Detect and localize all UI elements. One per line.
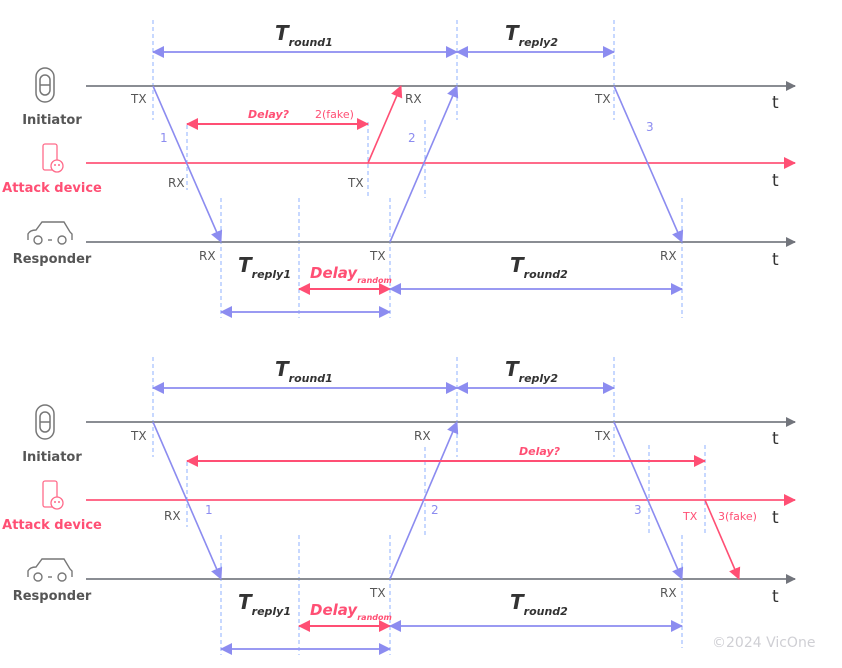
car-icon bbox=[27, 221, 73, 245]
t-round2-label: Tround2 bbox=[510, 590, 568, 618]
tx-label: TX bbox=[369, 249, 386, 263]
message-1 bbox=[152, 421, 223, 580]
guides bbox=[152, 20, 683, 318]
tx-label: TX bbox=[130, 92, 147, 106]
delay-random-label: Delayrandom bbox=[310, 264, 392, 285]
t-round1-label: Tround1 bbox=[275, 357, 333, 385]
fake-message-2 bbox=[367, 85, 403, 164]
key-fob-icon bbox=[35, 404, 55, 440]
fake-message-3 bbox=[704, 499, 741, 580]
time-label: t bbox=[772, 587, 779, 607]
message-1 bbox=[152, 85, 223, 243]
rx-label: RX bbox=[405, 92, 422, 106]
attacker-tx-label: TX bbox=[682, 510, 698, 523]
t-reply1-label: Treply1 bbox=[238, 590, 291, 618]
time-label: t bbox=[772, 508, 779, 528]
delay-question-label: Delay? bbox=[519, 445, 561, 458]
attack-phone-icon bbox=[42, 143, 64, 173]
message-1-label: 1 bbox=[205, 503, 213, 517]
rx-label: RX bbox=[199, 249, 216, 263]
t-round2-label: Tround2 bbox=[510, 253, 568, 281]
attack-phone-icon bbox=[42, 480, 64, 510]
message-2 bbox=[389, 421, 459, 580]
rx-label: RX bbox=[168, 176, 185, 190]
tx-label: TX bbox=[347, 176, 364, 190]
tx-label: TX bbox=[594, 429, 611, 443]
attacker-label: Attack device bbox=[2, 181, 102, 196]
time-label: t bbox=[772, 93, 779, 113]
initiator-label: Initiator bbox=[22, 113, 82, 128]
responder-label: Responder bbox=[13, 252, 92, 267]
t-reply1-label: Treply1 bbox=[238, 253, 291, 281]
message-3 bbox=[613, 421, 684, 580]
t-round1-label: Tround1 bbox=[275, 21, 333, 49]
fake-label: 2(fake) bbox=[315, 108, 354, 121]
rx-label: RX bbox=[414, 429, 431, 443]
message-2-label: 2 bbox=[431, 503, 439, 517]
car-icon bbox=[27, 558, 73, 582]
tx-label: TX bbox=[130, 429, 147, 443]
tx-label: TX bbox=[369, 586, 386, 600]
time-label: t bbox=[772, 429, 779, 449]
time-label: t bbox=[772, 171, 779, 191]
fake-label: 3(fake) bbox=[718, 510, 757, 523]
responder-label: Responder bbox=[13, 589, 92, 604]
delay-question-label: Delay? bbox=[248, 108, 290, 121]
message-1-label: 1 bbox=[160, 131, 168, 145]
message-2-label: 2 bbox=[408, 131, 416, 145]
time-label: t bbox=[772, 250, 779, 270]
message-3-label: 3 bbox=[646, 120, 654, 134]
guides bbox=[152, 357, 706, 655]
tx-label: TX bbox=[594, 92, 611, 106]
delay-random-label: Delayrandom bbox=[310, 601, 392, 622]
message-2 bbox=[389, 85, 459, 243]
panel-bottom: Initiator Attack device Responder t t t … bbox=[2, 357, 796, 655]
copyright: ©2024 VicOne bbox=[712, 635, 815, 651]
rx-label: RX bbox=[660, 249, 677, 263]
message-3 bbox=[613, 85, 684, 243]
t-reply2-label: Treply2 bbox=[505, 21, 558, 49]
key-fob-icon bbox=[35, 67, 55, 103]
panel-top: Initiator Attack device Responder t t t … bbox=[2, 20, 796, 318]
message-3-label: 3 bbox=[634, 503, 642, 517]
initiator-label: Initiator bbox=[22, 450, 82, 465]
rx-label: RX bbox=[164, 509, 181, 523]
t-reply2-label: Treply2 bbox=[505, 357, 558, 385]
rx-label: RX bbox=[660, 586, 677, 600]
attacker-label: Attack device bbox=[2, 518, 102, 533]
